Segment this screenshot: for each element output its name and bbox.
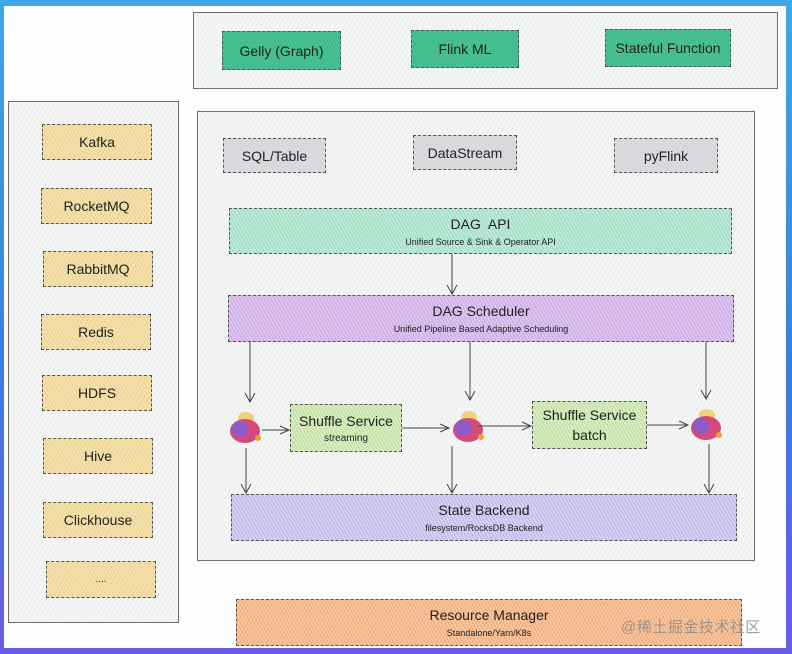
shuffle-service-streaming: Shuffle Service streaming xyxy=(290,404,402,452)
connector-rocketmq: RocketMQ xyxy=(41,188,152,224)
connector-rabbitmq: RabbitMQ xyxy=(43,251,153,287)
connector-redis-label: Redis xyxy=(78,324,114,340)
api-datastream: DataStream xyxy=(413,135,517,170)
connector-hdfs: HDFS xyxy=(42,375,152,411)
connector-hive: Hive xyxy=(43,438,153,474)
state-backend-layer: State Backend filesystem/RocksDB Backend xyxy=(231,494,737,541)
api-pyflink-label: pyFlink xyxy=(643,147,689,164)
shuffle-streaming-subtitle: streaming xyxy=(324,432,368,444)
flink-squirrel-icon xyxy=(230,412,261,443)
dag-api-subtitle: Unified Source & Sink & Operator API xyxy=(405,236,556,247)
dag-api-title: DAG API xyxy=(450,215,511,232)
dag-scheduler-subtitle: Unified Pipeline Based Adaptive Scheduli… xyxy=(393,324,569,334)
shuffle-streaming-title: Shuffle Service xyxy=(299,412,393,429)
connector-clickhouse: Clickhouse xyxy=(43,502,153,538)
dag-scheduler-layer: DAG Scheduler Unified Pipeline Based Ada… xyxy=(228,295,734,342)
library-gelly: Gelly (Graph) xyxy=(222,31,341,70)
shuffle-batch-title: Shuffle Service xyxy=(542,407,637,423)
connector-more: .... xyxy=(46,561,156,598)
flink-squirrel-icon xyxy=(691,409,722,440)
dag-scheduler-title: DAG Scheduler xyxy=(432,303,530,319)
shuffle-service-batch: Shuffle Service batch xyxy=(532,401,647,449)
library-stateful-function: Stateful Function xyxy=(605,29,731,67)
connectors-panel xyxy=(8,101,179,623)
connector-rabbitmq-label: RabbitMQ xyxy=(66,261,130,277)
dag-api-layer: DAG API Unified Source & Sink & Operator… xyxy=(229,208,732,254)
api-sql-table-label: SQL/Table xyxy=(241,147,308,164)
resource-manager-subtitle: Standalone/Yarn/K8s xyxy=(446,628,532,638)
library-stateful-function-label: Stateful Function xyxy=(615,40,721,56)
connector-kafka: Kafka xyxy=(42,124,152,160)
connector-rocketmq-label: RocketMQ xyxy=(63,198,130,214)
api-sql-table: SQL/Table xyxy=(223,138,326,173)
connector-kafka-label: Kafka xyxy=(79,134,115,150)
resource-manager-layer: Resource Manager Standalone/Yarn/K8s xyxy=(236,599,742,646)
flink-squirrel-icon xyxy=(453,411,484,442)
connector-more-label: .... xyxy=(95,574,107,585)
api-datastream-label: DataStream xyxy=(427,144,503,161)
state-backend-subtitle: filesystem/RocksDB Backend xyxy=(425,523,543,533)
resource-manager-title: Resource Manager xyxy=(429,607,549,623)
api-pyflink: pyFlink xyxy=(614,138,718,173)
shuffle-batch-subtitle: batch xyxy=(572,427,607,443)
library-gelly-label: Gelly (Graph) xyxy=(239,42,324,59)
connector-hdfs-label: HDFS xyxy=(77,385,117,401)
watermark: @稀土掘金技术社区 xyxy=(621,619,761,636)
connector-hive-label: Hive xyxy=(83,448,112,464)
library-flink-ml: Flink ML xyxy=(411,30,519,68)
state-backend-title: State Backend xyxy=(438,502,530,518)
library-flink-ml-label: Flink ML xyxy=(438,41,492,57)
connector-clickhouse-label: Clickhouse xyxy=(63,512,133,528)
connector-redis: Redis xyxy=(41,314,151,350)
